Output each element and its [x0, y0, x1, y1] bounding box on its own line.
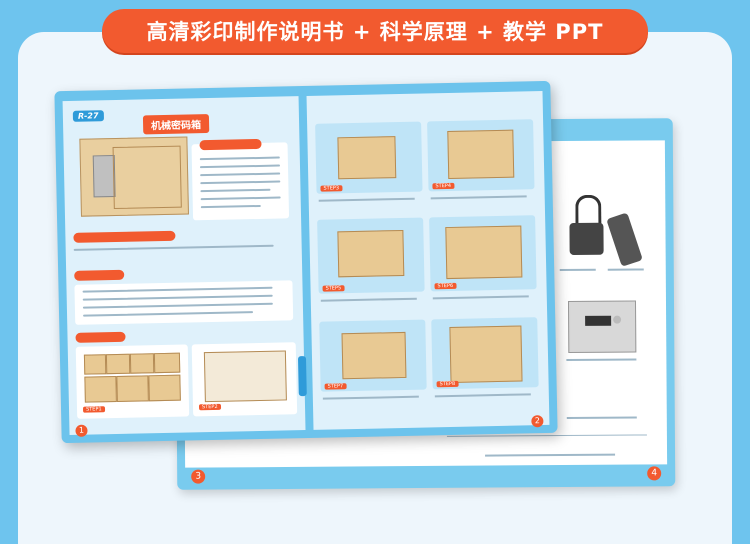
- step3-photo: STEP3: [315, 121, 423, 194]
- front-sheet: R-27 机械密码箱: [54, 80, 558, 444]
- materials-heading: [73, 230, 176, 243]
- step4-photo: STEP4: [427, 119, 535, 192]
- steps-heading: [75, 331, 126, 343]
- notes-panel: [74, 280, 294, 325]
- product-code: R-27: [72, 110, 104, 122]
- step5-photo: STEP5: [317, 217, 425, 294]
- fingerprint-lock-icon: [606, 212, 643, 267]
- footer-line: [485, 453, 616, 457]
- caption-line: [566, 358, 637, 362]
- side-tab: [297, 356, 307, 397]
- page-number: 2: [531, 415, 544, 428]
- intro-panel: [191, 138, 290, 221]
- caption-line: [559, 268, 596, 272]
- safe-box-image: [567, 300, 637, 354]
- page-number: 1: [75, 424, 88, 437]
- banner-title: 高清彩印制作说明书 + 科学原理 + 教学 PPT: [102, 9, 648, 53]
- step6-photo: STEP6: [429, 215, 537, 292]
- front-right-page: STEP3 STEP4 STEP5 STEP6 STEP7 STEP8 2: [306, 91, 550, 430]
- step7-photo: STEP7: [319, 319, 427, 392]
- parts-panel: STEP1: [75, 344, 190, 419]
- password-box-image: [79, 136, 189, 217]
- step8-photo: STEP8: [431, 317, 539, 390]
- notes-heading: [74, 269, 125, 281]
- answer-line: [446, 434, 647, 437]
- page-number: 4: [647, 466, 662, 481]
- page-number: 3: [191, 469, 206, 484]
- step2-panel: STEP2: [191, 342, 298, 417]
- padlock-icon: [569, 222, 604, 255]
- product-title: 机械密码箱: [142, 114, 210, 135]
- caption-line: [607, 268, 644, 271]
- front-left-page: R-27 机械密码箱: [62, 96, 307, 437]
- intro-heading: [199, 138, 262, 151]
- caption-line: [566, 416, 637, 420]
